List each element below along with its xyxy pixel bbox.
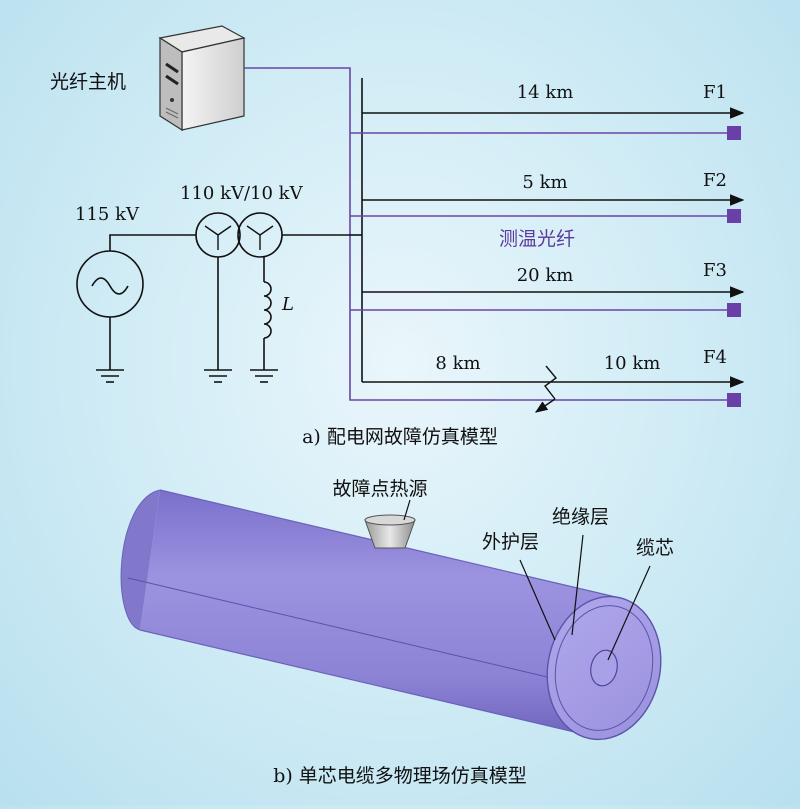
cable-far-end (120, 489, 161, 631)
ac-voltage-source-icon (76, 250, 144, 318)
source-voltage: 115 kV (75, 204, 140, 225)
feeder-name: F4 (703, 347, 727, 368)
core-label: 缆芯 (636, 537, 674, 559)
ground-icon (204, 369, 232, 383)
lightning-fault-icon (544, 365, 558, 400)
core-leader (607, 565, 651, 661)
source-wire (109, 234, 196, 251)
fiber-end (727, 303, 741, 317)
grid-model: 光纤主机 115 kV 110 kV/10 kV L (50, 25, 745, 448)
fiber-end (727, 126, 741, 140)
feeder-f1: 14 km F1 (350, 82, 745, 140)
fault-arrow (534, 398, 556, 413)
feeder-f2: 5 km F2 (350, 170, 745, 223)
caption-a: a) 配电网故障仿真模型 (302, 426, 498, 448)
heat-source-leader (403, 499, 411, 521)
caption-b: b) 单芯电缆多物理场仿真模型 (273, 765, 527, 787)
feeder-length-left: 8 km (435, 353, 480, 374)
feeder-name: F2 (703, 170, 727, 191)
ground-icon (250, 369, 278, 383)
feeder-f4: 8 km 10 km F4 (362, 347, 745, 413)
fiber-trunk (244, 67, 735, 401)
feeder-length-right: 10 km (604, 353, 661, 374)
feeder-length: 20 km (517, 265, 574, 286)
inductor-label: L (281, 294, 294, 315)
outer-sheath-leader (519, 559, 556, 641)
feeder-name: F1 (703, 82, 727, 103)
host-label: 光纤主机 (50, 71, 126, 93)
fiber-end (727, 209, 741, 223)
cable-body (140, 490, 620, 738)
cable-end-cap (546, 595, 662, 741)
server-tower-icon (158, 25, 246, 132)
insulation-label: 绝缘层 (552, 506, 609, 528)
fiber-label: 测温光纤 (499, 228, 575, 250)
core-disk (590, 649, 618, 687)
insulation-ring (554, 605, 654, 731)
feeder-name: F3 (703, 260, 727, 281)
heat-source-label: 故障点热源 (332, 478, 427, 500)
fiber-end (727, 393, 741, 407)
transformer-ratio: 110 kV/10 kV (180, 183, 304, 204)
insulation-leader (571, 534, 584, 636)
cable-model: 故障点热源 外护层 绝缘层 缆芯 b) 单芯电缆多物理场仿真模型 (120, 478, 674, 787)
seam-line (127, 577, 561, 681)
feeder-f3: 20 km F3 (350, 260, 745, 317)
feeder-length: 5 km (522, 172, 567, 193)
transformer-icon (195, 212, 283, 258)
ground-icon (96, 369, 124, 383)
heat-source (364, 514, 416, 549)
inductor-icon (263, 281, 272, 339)
feeder-length: 14 km (517, 82, 574, 103)
outer-sheath-label: 外护层 (482, 531, 539, 553)
